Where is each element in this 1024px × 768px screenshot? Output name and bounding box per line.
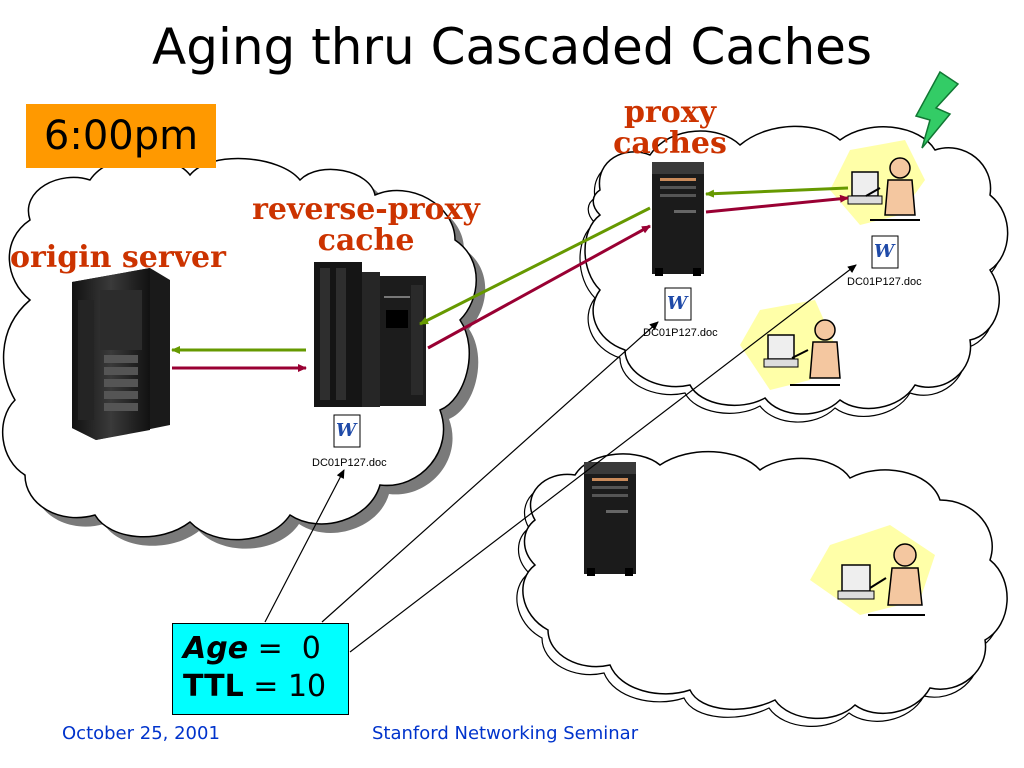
time-box: 6:00pm [26, 104, 216, 168]
word-document-icon: W [333, 414, 361, 448]
mainframe-icon [314, 262, 426, 407]
server-tower-icon [584, 462, 636, 576]
lightning-icon [914, 70, 960, 149]
doc-letter: W [336, 420, 358, 441]
pointer-line [264, 469, 345, 623]
user-at-computer-icon [810, 525, 935, 616]
footer-date: October 25, 2001 [62, 723, 220, 744]
response-arrow [705, 186, 849, 198]
age-line: Age = 0 [183, 630, 348, 668]
proxy-caches-label: proxy caches [600, 97, 740, 159]
doc-letter: W [667, 293, 689, 314]
request-arrow [705, 194, 849, 214]
document-label: DC01P127.doc [847, 276, 922, 288]
word-document-icon: W [871, 235, 899, 269]
proxy-caches-label-line1: proxy [623, 95, 717, 130]
word-document-icon: W [664, 287, 692, 321]
cloud-icon [516, 450, 1008, 727]
server-tower-icon [72, 268, 170, 440]
reverse-proxy-label-line2: cache [317, 223, 415, 258]
server-tower-icon [652, 162, 704, 276]
document-label: DC01P127.doc [312, 457, 387, 469]
ttl-value: = 10 [243, 669, 327, 704]
response-arrow [419, 206, 651, 326]
reverse-proxy-label: reverse-proxy cache [246, 194, 486, 256]
pointer-line [321, 321, 659, 623]
user-at-computer-icon [740, 300, 841, 390]
request-arrow [427, 224, 651, 350]
user-at-computer-icon [830, 140, 925, 225]
age-ttl-box: Age = 0 TTL = 10 [172, 623, 349, 715]
footer-event: Stanford Networking Seminar [372, 723, 639, 744]
ttl-line: TTL = 10 [183, 668, 348, 706]
ttl-label: TTL [183, 669, 244, 704]
age-value: = 0 [248, 631, 321, 666]
time-label: 6:00pm [43, 113, 199, 159]
origin-server-label: origin server [10, 240, 226, 275]
doc-letter: W [874, 241, 896, 262]
reverse-proxy-label-line1: reverse-proxy [252, 192, 480, 227]
document-label: DC01P127.doc [643, 327, 718, 339]
proxy-caches-label-line2: caches [613, 126, 727, 161]
slide-title: Aging thru Cascaded Caches [152, 18, 872, 76]
pointer-line [349, 264, 857, 653]
age-label: Age [183, 631, 249, 666]
